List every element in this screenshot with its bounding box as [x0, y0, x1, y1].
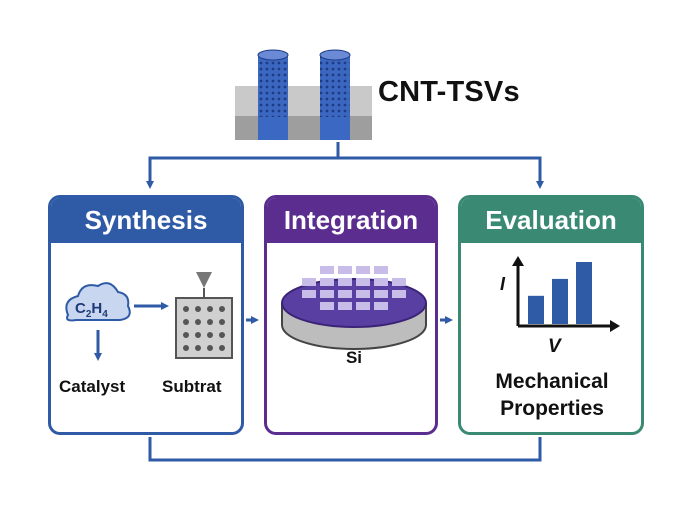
diagram-title: CNT-TSVs — [378, 76, 520, 108]
cnt-bundle-right — [320, 55, 350, 117]
substrate-label: Subtrat — [162, 377, 222, 396]
via-left-base — [258, 116, 288, 140]
cnt-bundle-right-top — [319, 49, 351, 61]
top-branch — [148, 156, 542, 182]
via-right-base — [320, 116, 350, 140]
caption-line-2: Properties — [500, 397, 604, 420]
integration-title: Integration — [267, 198, 435, 243]
bottom-feedback-loop — [148, 437, 542, 462]
mechanical-properties-caption: Mechanical Properties — [470, 368, 634, 422]
top-connector — [146, 142, 544, 189]
catalyst-label: Catalyst — [59, 377, 126, 396]
cnt-bundle-left-top — [257, 49, 289, 61]
caption-line-1: Mechanical — [495, 370, 609, 393]
evaluation-panel: Evaluation — [458, 195, 644, 435]
cnt-bundle-left — [258, 55, 288, 117]
substrate-top — [235, 86, 372, 116]
evaluation-title: Evaluation — [461, 198, 641, 243]
synthesis-title: Synthesis — [51, 198, 241, 243]
synthesis-panel: Synthesis — [48, 195, 244, 435]
cnt-tsv-illustration — [235, 49, 372, 140]
substrate-front — [235, 116, 372, 140]
integration-panel: Integration — [264, 195, 438, 435]
